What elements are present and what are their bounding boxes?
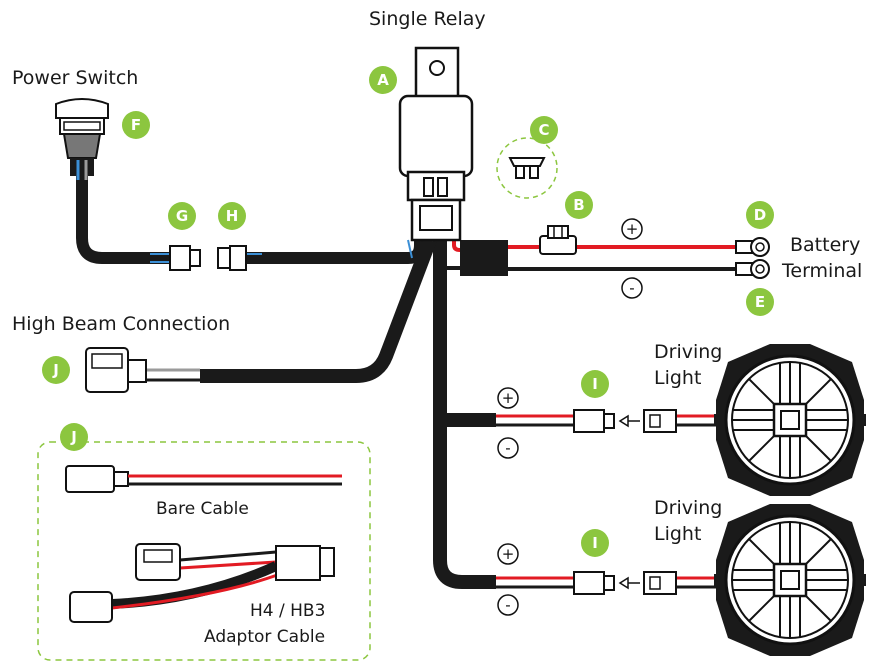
bare-cable-icon <box>65 465 342 493</box>
badge-i-2: I <box>581 529 609 557</box>
svg-text:B: B <box>573 196 584 214</box>
svg-text:+: + <box>502 545 515 563</box>
svg-text:C: C <box>538 121 549 139</box>
sign-battery-plus: + <box>621 218 643 240</box>
badge-h: H <box>218 202 246 230</box>
label-battery: Battery <box>790 234 860 256</box>
label-h4-hb3: H4 / HB3 <box>250 601 325 621</box>
sign-battery-minus: - <box>621 277 643 299</box>
svg-text:A: A <box>377 71 389 89</box>
badge-c: C <box>530 116 558 144</box>
svg-text:J: J <box>52 361 59 379</box>
connector-icon-g <box>169 245 201 271</box>
svg-text:+: + <box>626 220 639 238</box>
svg-text:+: + <box>502 389 515 407</box>
badge-b: B <box>565 191 593 219</box>
badge-j-2: J <box>60 423 88 451</box>
badge-d: D <box>746 201 774 229</box>
svg-text:D: D <box>754 206 766 224</box>
fuse-callout-circle <box>496 137 558 199</box>
connector-icon-light2 <box>573 571 677 595</box>
switch-cable <box>76 175 176 264</box>
main-trunk <box>433 238 496 589</box>
heat-shrink-block <box>460 240 508 276</box>
badge-j-1: J <box>42 356 70 384</box>
badge-e: E <box>746 288 774 316</box>
svg-text:H: H <box>226 207 239 225</box>
relay-switch-cable <box>246 235 426 264</box>
label-bare-cable: Bare Cable <box>156 499 249 519</box>
svg-text:-: - <box>505 439 510 457</box>
badge-a: A <box>369 66 397 94</box>
fuse-holder-icon <box>539 225 577 255</box>
label-driving-2: Driving <box>654 497 722 519</box>
high-beam-cable <box>200 237 437 383</box>
fuse-icon <box>508 157 546 179</box>
svg-text:I: I <box>592 534 598 552</box>
svg-text:-: - <box>629 279 634 297</box>
svg-text:J: J <box>70 428 77 446</box>
plug-icon-high-beam <box>85 347 147 393</box>
badge-g: G <box>168 202 196 230</box>
connector-icon-light1 <box>573 409 677 433</box>
svg-text:E: E <box>755 293 765 311</box>
label-high-beam: High Beam Connection <box>12 313 230 335</box>
driving-light-icon-1 <box>714 344 866 496</box>
label-terminal: Terminal <box>781 260 862 282</box>
label-light-1: Light <box>654 367 701 389</box>
label-power-switch: Power Switch <box>12 67 138 89</box>
svg-text:G: G <box>176 207 188 225</box>
sign-light1-minus: - <box>497 437 519 459</box>
connector-icon-h <box>217 245 247 271</box>
svg-text:-: - <box>505 596 510 614</box>
h4-hb3-adaptor-icon <box>69 543 335 623</box>
relay-red-short <box>452 238 488 252</box>
label-adaptor-cable: Adaptor Cable <box>204 627 325 647</box>
svg-text:I: I <box>592 375 598 393</box>
badge-i-1: I <box>581 370 609 398</box>
relay-icon <box>398 46 474 242</box>
relay-blue-wire <box>407 239 413 259</box>
sign-light2-plus: + <box>497 543 519 565</box>
adaptor-options-box <box>37 441 371 661</box>
driving-light-icon-2 <box>714 504 866 656</box>
label-single-relay: Single Relay <box>369 8 486 30</box>
svg-text:F: F <box>131 116 141 134</box>
label-driving-1: Driving <box>654 341 722 363</box>
wires <box>76 175 740 589</box>
badge-f: F <box>122 111 150 139</box>
ring-terminal-icon <box>735 237 770 257</box>
ring-terminal-icon-negative <box>735 259 770 279</box>
sign-light2-minus: - <box>497 594 519 616</box>
label-light-2: Light <box>654 523 701 545</box>
switch-icon <box>55 98 109 180</box>
sign-light1-plus: + <box>497 387 519 409</box>
